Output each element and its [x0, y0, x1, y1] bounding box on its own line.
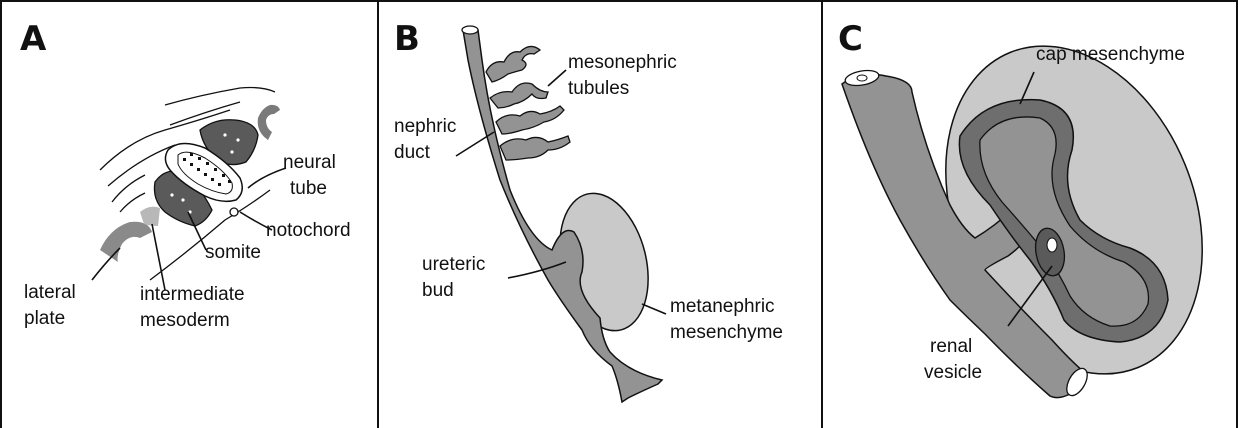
label-lateral-plate-line2: plate	[24, 308, 65, 329]
panel-b-letter: B	[394, 19, 420, 59]
label-renal-vesicle-line2: vesicle	[924, 362, 982, 383]
panel-a-letter: A	[20, 19, 47, 59]
notochord-shape	[230, 208, 238, 216]
panel-b: B mesonephric tubules nephric duct urete…	[394, 19, 783, 402]
label-nephric-duct-line2: duct	[394, 142, 431, 163]
label-mesonephric-tubules-line2: tubules	[568, 78, 629, 99]
label-cap-mesenchyme: cap mesenchyme	[1036, 44, 1185, 65]
dorsal-c-shape	[258, 105, 280, 140]
label-renal-vesicle-line1: renal	[930, 336, 972, 357]
label-intermediate-mesoderm-line2: mesoderm	[140, 310, 230, 331]
label-somite: somite	[205, 242, 261, 263]
label-notochord: notochord	[266, 220, 351, 241]
label-lateral-plate-line1: lateral	[24, 282, 76, 303]
label-metanephric-mesenchyme-line2: mesenchyme	[670, 322, 783, 343]
label-mesonephric-tubules-line1: mesonephric	[568, 52, 677, 73]
renal-vesicle-inner	[1047, 238, 1057, 252]
panel-a: A	[20, 19, 351, 331]
mesonephric-tubules-shape	[486, 46, 570, 160]
nephric-duct-shape	[463, 27, 662, 402]
label-neural-tube-line2: tube	[290, 178, 327, 199]
duct-opening-top-inner	[857, 75, 867, 81]
panel-c-letter: C	[838, 19, 863, 59]
panel-c: C cap mesenchyme renal vesicle	[838, 7, 1238, 412]
label-ureteric-bud-line2: bud	[422, 280, 454, 301]
label-nephric-duct-line1: nephric	[394, 116, 456, 137]
lateral-plate-shape	[100, 222, 152, 262]
label-metanephric-mesenchyme-line1: metanephric	[670, 296, 775, 317]
nephric-duct-opening	[462, 26, 478, 34]
label-intermediate-mesoderm-line1: intermediate	[140, 284, 245, 305]
label-neural-tube-line1: neural	[283, 152, 336, 173]
label-ureteric-bud-line1: ureteric	[422, 254, 485, 275]
